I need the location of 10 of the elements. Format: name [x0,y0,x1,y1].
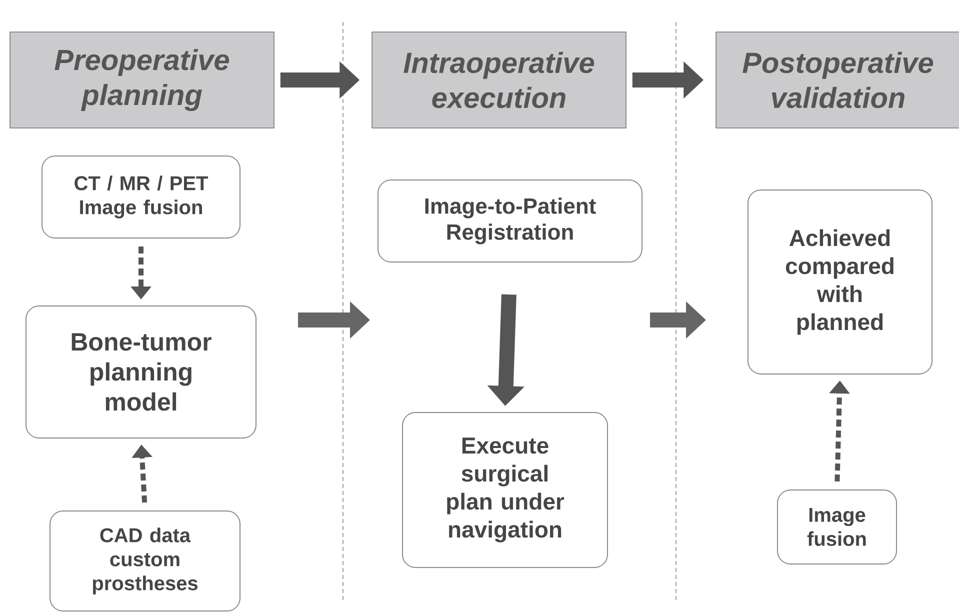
phase-header: Postoperative validation [716,32,959,128]
process-box: CAD data custom prostheses [50,510,240,612]
process-box: CT / MR / PET Image fusion [42,156,240,238]
process-box: Achieved compared with planned [748,190,932,374]
phase-header: Intraoperative execution [372,32,626,128]
phase-header: Preoperative planning [10,32,274,128]
process-box: Bone-tumor planning model [26,306,256,438]
process-box: Execute surgical plan under navigation [402,412,608,568]
process-box: Image fusion [777,490,897,564]
process-box: Image-to-Patient Registration [378,180,642,262]
